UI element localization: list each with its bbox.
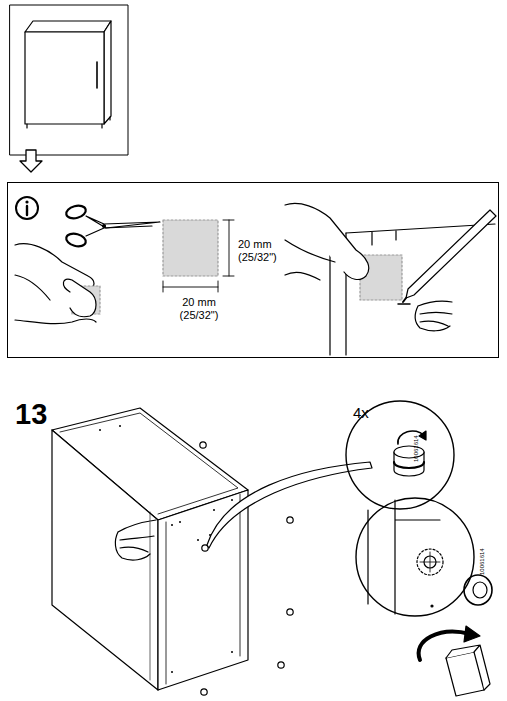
pre-drilled-holes [99,429,101,431]
scissor-handle [65,232,87,249]
press-arrow [398,431,424,444]
pointing-hand [415,301,452,331]
detail-callout: 10061614 [355,497,475,617]
screw-hole [417,549,443,575]
panel-piece [446,652,484,696]
cap-detail [394,431,426,476]
part-number: 10061614 [413,422,420,462]
info-dot [25,200,28,203]
scissor-handle [65,204,87,221]
info-icon [16,197,38,219]
hand-fingers [285,272,320,280]
cap [464,575,492,605]
detail-callout: 4x 10061614 [345,400,455,510]
quantity-label: 4x [353,404,383,421]
cap-top [394,446,424,458]
pre-drilled-holes [179,521,181,523]
pre-drilled-holes [171,671,173,673]
callout-circle [356,498,474,616]
pre-drilled-holes [231,499,233,501]
crosshair [420,552,440,572]
door-handle [96,62,98,88]
fingers [15,319,96,324]
paper-square [163,220,218,276]
hand-outline [15,244,94,288]
preview-frame [10,5,128,155]
pre-drilled-holes [231,651,233,653]
info-circle [16,197,38,219]
scissors [65,204,160,249]
press-arrowhead [419,431,426,440]
pre-drilled-holes [213,509,215,511]
cabinet-preview [10,5,128,155]
pencil [406,210,496,298]
panel-edge [368,500,440,614]
panel-thickness [446,645,490,690]
width-dimension [163,281,218,292]
dimension-label: 20 mm (25/32") [238,238,292,263]
screw-cap [278,662,284,668]
callout-leader [207,462,372,548]
hand-outline [115,520,156,560]
callout-circle [346,401,454,509]
part-number: 10061614 [479,535,486,575]
cabinet-side [104,21,111,124]
screw-cap [200,442,206,448]
pencil-mark [398,303,410,305]
scissor-pivot [103,225,106,228]
panel-edge [166,494,240,684]
cabinet-door [25,32,104,124]
screw-cap [287,517,293,523]
pointing-hand [115,520,156,560]
flip-arrowhead [464,626,480,642]
marking-scene [285,203,496,355]
dimension-lines [163,220,234,292]
thumb [63,279,96,317]
hand-outline [285,203,369,279]
panel-flip [419,626,490,696]
screw-cap [287,609,293,615]
info-bar [26,206,28,215]
palm [15,275,50,300]
hand-palm [285,240,335,262]
pre-drilled-holes [119,425,121,427]
hand-with-square [15,244,100,324]
side-panel [52,430,158,690]
callout-outline [355,497,475,617]
cabinet-frame [52,408,248,690]
screw-caps [200,442,293,695]
down-arrow [20,150,42,172]
front-opening [158,490,248,690]
info-panel: 20 mm (25/32") 20 mm (25/32") [7,182,499,358]
hole-mark [431,605,433,607]
step-number: 13 [15,398,47,431]
pre-drilled-holes [197,539,199,541]
cabinet-feet [27,117,110,128]
screw-cap [201,689,207,695]
pre-drilled-holes [171,524,173,526]
dimension-label: 20 mm (25/32") [168,296,230,321]
pencil-tip [403,298,406,302]
cabinet-top [25,21,111,32]
scissor-blade [86,226,152,236]
flip-arrow [419,632,470,660]
cap-inner [473,582,487,598]
cap-ring [394,462,424,468]
height-dimension [223,220,234,276]
pre-drilled-holes [99,425,233,673]
